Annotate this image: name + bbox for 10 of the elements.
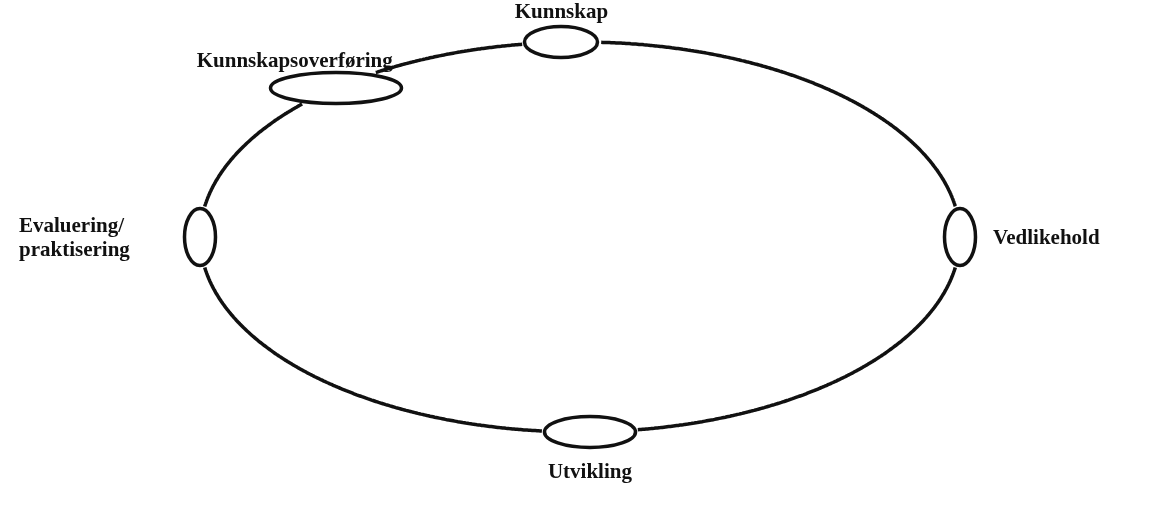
- connector-arc: [637, 266, 957, 432]
- connector-arc: [203, 102, 303, 208]
- connector-arc: [203, 266, 543, 433]
- node-label: Utvikling: [547, 458, 632, 484]
- connector-arc: [375, 42, 523, 75]
- node-label: Kunnskap: [514, 0, 609, 24]
- node-label: Kunnskapsoverføring: [196, 48, 393, 73]
- node-label: Evaluering/ praktisering: [19, 212, 131, 262]
- node-label: Vedlikehold: [993, 224, 1100, 250]
- connector-arc: [601, 40, 957, 208]
